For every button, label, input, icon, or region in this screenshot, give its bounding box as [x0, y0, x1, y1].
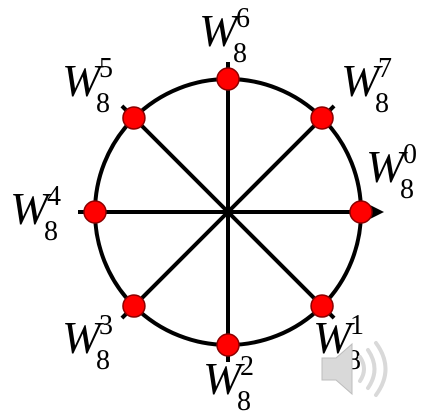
svg-text:0: 0 [403, 139, 417, 170]
sound-wave-3 [374, 341, 388, 397]
label-w8-7: W 8 7 [341, 53, 392, 119]
point-p3 [122, 294, 146, 318]
speaker-cone [321, 342, 353, 396]
svg-text:7: 7 [378, 53, 392, 84]
point-p5 [122, 106, 146, 130]
point-p6 [216, 67, 240, 91]
svg-text:8: 8 [400, 174, 414, 205]
label-w8-0: W 8 0 [366, 139, 417, 205]
speaker-volume-icon[interactable] [321, 341, 388, 397]
svg-text:6: 6 [236, 3, 250, 34]
point-p7 [310, 106, 334, 130]
arrow-head [370, 205, 384, 219]
sound-wave-2 [366, 348, 377, 390]
svg-text:W: W [62, 55, 104, 106]
label-w8-5: W 8 5 [62, 53, 113, 119]
svg-text:8: 8 [44, 216, 58, 247]
svg-text:8: 8 [375, 88, 389, 119]
point-p0 [349, 200, 373, 224]
point-p4 [83, 200, 107, 224]
label-w8-2: W 8 2 [203, 351, 254, 412]
svg-text:8: 8 [237, 386, 251, 412]
svg-text:8: 8 [233, 38, 247, 69]
svg-text:W: W [62, 312, 104, 363]
svg-text:3: 3 [99, 310, 113, 341]
point-p2 [216, 333, 240, 357]
svg-text:1: 1 [350, 310, 364, 341]
svg-text:W: W [10, 183, 52, 234]
svg-text:5: 5 [99, 53, 113, 84]
svg-text:W: W [199, 5, 241, 56]
points-group [83, 67, 373, 357]
svg-text:W: W [341, 55, 383, 106]
svg-text:W: W [203, 353, 245, 404]
svg-text:W: W [366, 141, 408, 192]
label-w8-4: W 8 4 [10, 181, 61, 247]
svg-text:8: 8 [96, 345, 110, 376]
svg-text:8: 8 [96, 88, 110, 119]
label-w8-3: W 8 3 [62, 310, 113, 376]
svg-text:2: 2 [240, 351, 254, 382]
svg-text:4: 4 [47, 181, 61, 212]
point-p1 [310, 294, 334, 318]
label-w8-6: W 8 6 [199, 3, 250, 69]
sound-wave-1 [358, 355, 366, 383]
